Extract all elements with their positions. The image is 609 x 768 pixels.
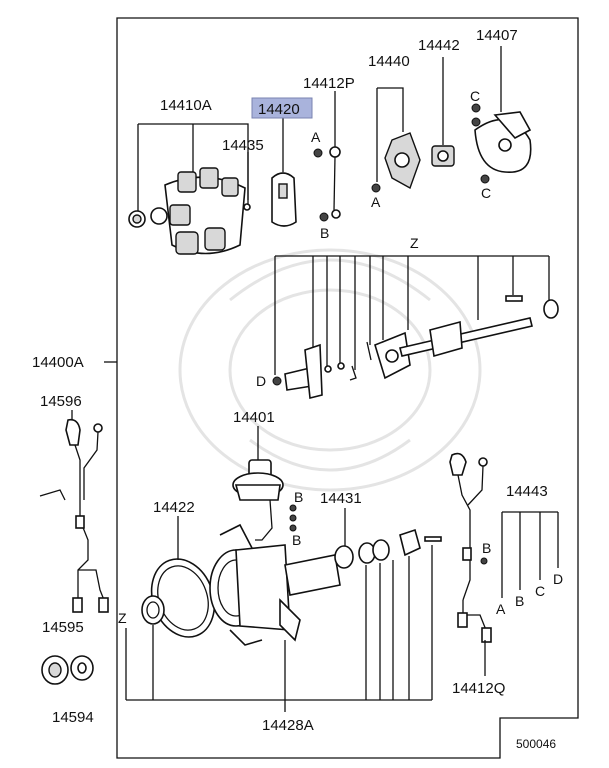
label-14420[interactable]: 14420 (258, 101, 300, 118)
label-14400A: 14400A (32, 354, 84, 371)
label-14594: 14594 (52, 709, 94, 726)
letter-c-14443: C (535, 583, 545, 599)
letter-b-vacuum-1: B (294, 489, 303, 505)
label-14422: 14422 (153, 499, 195, 516)
wire-14412Q-part (449, 452, 492, 643)
letter-c-upper: C (470, 88, 480, 104)
letter-a-14443: A (496, 601, 506, 617)
letter-a-pickup: A (371, 194, 381, 210)
label-14443: 14443 (506, 483, 548, 500)
letter-c-lower: C (481, 185, 491, 201)
wire-14412P-part (313, 146, 341, 222)
label-14595: 14595 (42, 619, 84, 636)
leader-Z-bracket (274, 255, 550, 375)
label-14431: 14431 (320, 490, 362, 507)
label-14410A: 14410A (160, 97, 212, 114)
letter-b-right-wire: B (482, 540, 491, 556)
letter-d-14443: D (553, 571, 563, 587)
leader-14443-bracket (501, 511, 559, 598)
module-14442-part (431, 145, 455, 167)
distributor-housing-part (141, 523, 341, 646)
label-14442: 14442 (418, 37, 460, 54)
label-14401: 14401 (233, 409, 275, 426)
label-14596: 14596 (40, 393, 82, 410)
label-14428A: 14428A (262, 717, 314, 734)
frame-border (116, 17, 579, 759)
pickup-assembly-part (371, 132, 421, 193)
letter-b-top: B (320, 225, 329, 241)
washers-14431-part (334, 528, 442, 569)
bushing-14595-part (41, 655, 69, 685)
letter-z-left: Z (118, 610, 127, 626)
letter-z-shaft: Z (410, 235, 419, 251)
vacuum-unit-part (232, 459, 297, 541)
governor-shaft-part (272, 295, 559, 399)
watermark-emblem (178, 248, 482, 492)
label-14407: 14407 (476, 27, 518, 44)
rotor-part (271, 172, 297, 227)
label-14412P: 14412P (303, 75, 355, 92)
letter-d-shaft: D (256, 373, 266, 389)
letter-b-14443: B (515, 593, 524, 609)
breaker-plate-part (471, 103, 532, 184)
washer-14594-part (70, 655, 94, 681)
distributor-cap-part (128, 167, 251, 255)
letter-a-top: A (311, 129, 321, 145)
drawing-code: 500046 (516, 737, 556, 751)
label-14412Q: 14412Q (452, 680, 505, 697)
leader-14428A-bracket (125, 545, 433, 712)
letter-b-vacuum-2: B (292, 532, 301, 548)
part-14420-highlight (251, 97, 313, 119)
label-14440: 14440 (368, 53, 410, 70)
label-14435: 14435 (222, 137, 264, 154)
leader-14440 (376, 87, 404, 182)
wire-14596-part (39, 418, 109, 613)
